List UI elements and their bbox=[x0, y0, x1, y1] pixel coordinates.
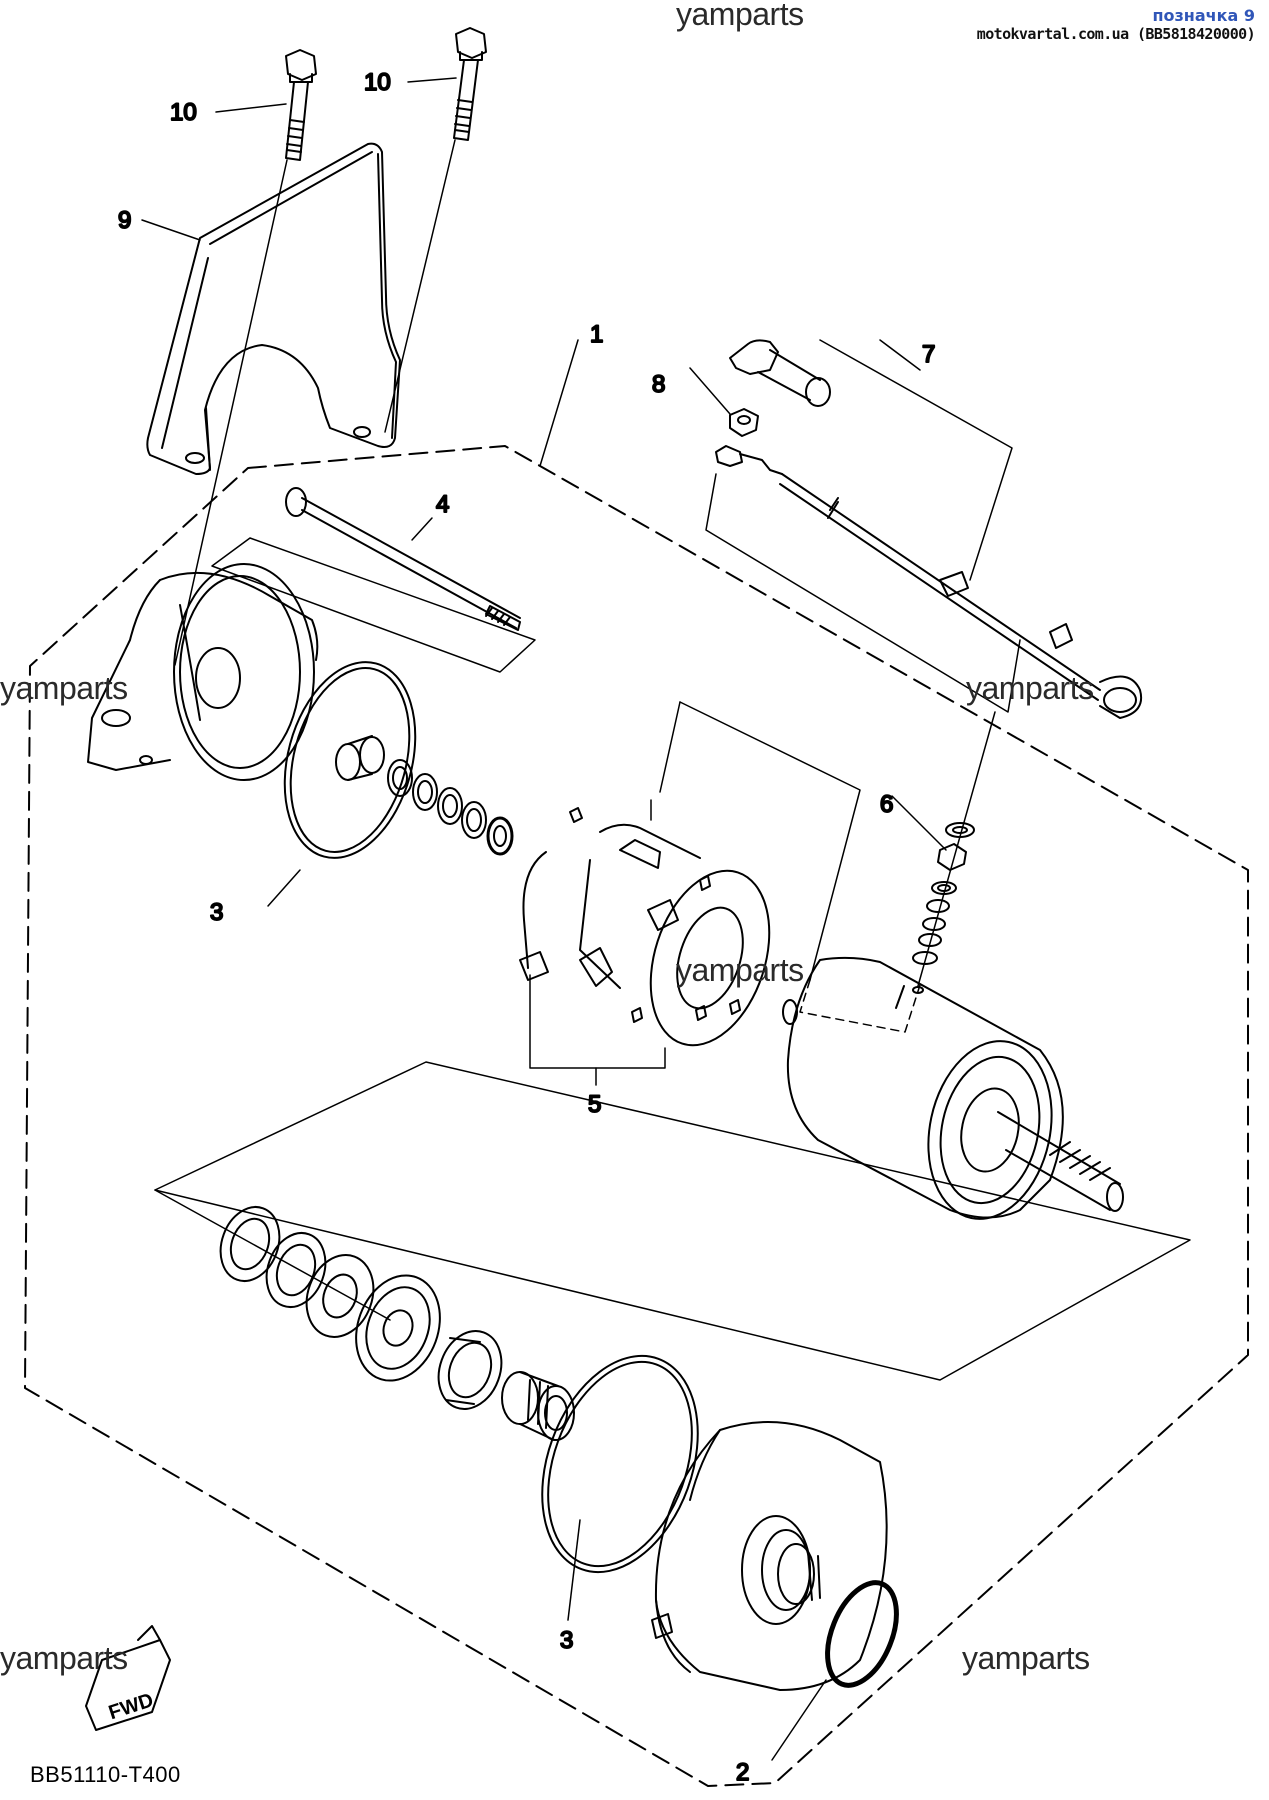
lower-bearing bbox=[437, 1330, 503, 1410]
washers-upper bbox=[387, 759, 514, 856]
motor-yoke bbox=[782, 956, 1124, 1220]
header-label[interactable]: позначка 9 bbox=[1152, 6, 1255, 25]
brush-holder bbox=[519, 807, 771, 1047]
watermark-bottom-left: yamparts bbox=[0, 1640, 128, 1676]
callout-3-upper: 3 bbox=[210, 899, 223, 926]
bolt-frame bbox=[211, 537, 536, 673]
oring-upper bbox=[283, 661, 417, 859]
front-cover bbox=[651, 1421, 888, 1691]
callout-10-left: 10 bbox=[170, 99, 197, 126]
callout-8: 8 bbox=[652, 371, 665, 398]
oring-small bbox=[825, 1580, 899, 1688]
header-source[interactable]: позначка 9 motokvartal.com.ua (BB5818420… bbox=[976, 6, 1256, 43]
through-bolt bbox=[285, 487, 521, 631]
lower-frame bbox=[154, 1061, 1191, 1381]
cable-frame bbox=[705, 473, 1021, 713]
header-source-text[interactable]: motokvartal.com.ua (BB5818420000) bbox=[976, 25, 1256, 43]
watermark-left: yamparts bbox=[0, 670, 128, 706]
callout-2: 2 bbox=[736, 1759, 749, 1786]
callout-5: 5 bbox=[588, 1091, 601, 1118]
callout-9: 9 bbox=[118, 207, 131, 234]
bolt-right bbox=[453, 27, 487, 141]
callout-3-lower: 3 bbox=[560, 1627, 573, 1654]
cable-lead bbox=[715, 339, 1142, 719]
callout-10-right: 10 bbox=[364, 69, 391, 96]
bolt-left bbox=[285, 49, 317, 161]
callout-7: 7 bbox=[922, 341, 935, 368]
watermark-center: yamparts bbox=[676, 952, 804, 988]
bushing-upper bbox=[335, 735, 385, 781]
lower-washers bbox=[219, 1206, 441, 1382]
diagram-code: BB51110-T400 bbox=[30, 1762, 181, 1787]
nut-part8 bbox=[729, 408, 759, 437]
bracket-part bbox=[146, 142, 401, 475]
callout-1: 1 bbox=[590, 321, 603, 348]
watermark-top: yamparts bbox=[676, 0, 804, 32]
watermark-right: yamparts bbox=[966, 670, 1094, 706]
oring-lower bbox=[541, 1354, 699, 1574]
rear-cover bbox=[87, 563, 319, 781]
watermark-bottom-right: yamparts bbox=[962, 1640, 1090, 1676]
callout-4: 4 bbox=[436, 491, 449, 518]
callout-6: 6 bbox=[880, 791, 893, 818]
assembly-outline bbox=[24, 445, 1249, 1787]
